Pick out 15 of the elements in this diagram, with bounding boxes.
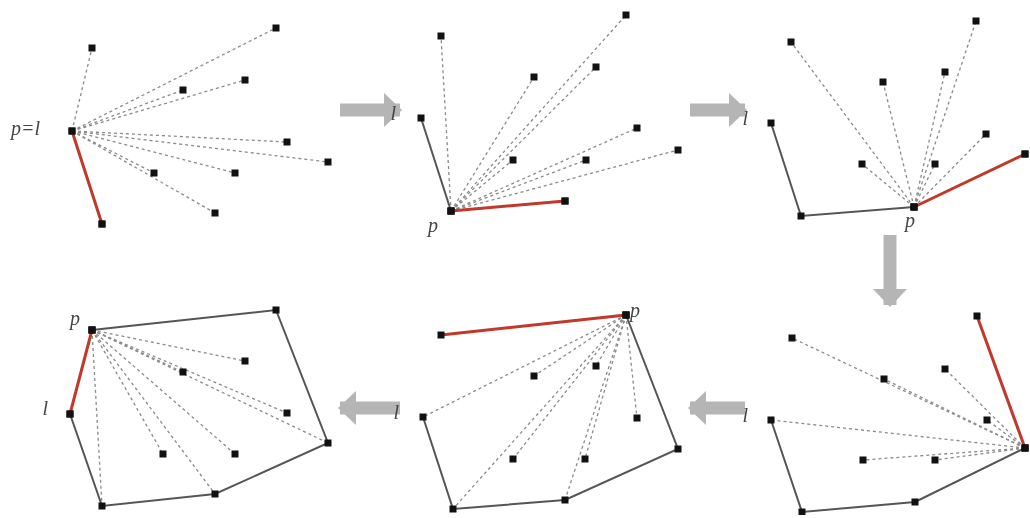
point-label: l (742, 108, 748, 128)
point-label: p (70, 308, 80, 328)
point-label: p=l (10, 118, 40, 138)
point-label: l (42, 398, 48, 418)
point-label: p (630, 300, 640, 320)
block-arrow (338, 391, 400, 425)
point-label: l (390, 103, 396, 123)
block-arrow (873, 235, 907, 307)
point-label: l (393, 402, 399, 422)
point-label: l (742, 405, 748, 425)
block-arrow (690, 93, 747, 127)
point-label: p (428, 215, 438, 235)
block-arrow (688, 391, 745, 425)
point-label: p (905, 210, 915, 230)
block-arrow (340, 93, 402, 127)
